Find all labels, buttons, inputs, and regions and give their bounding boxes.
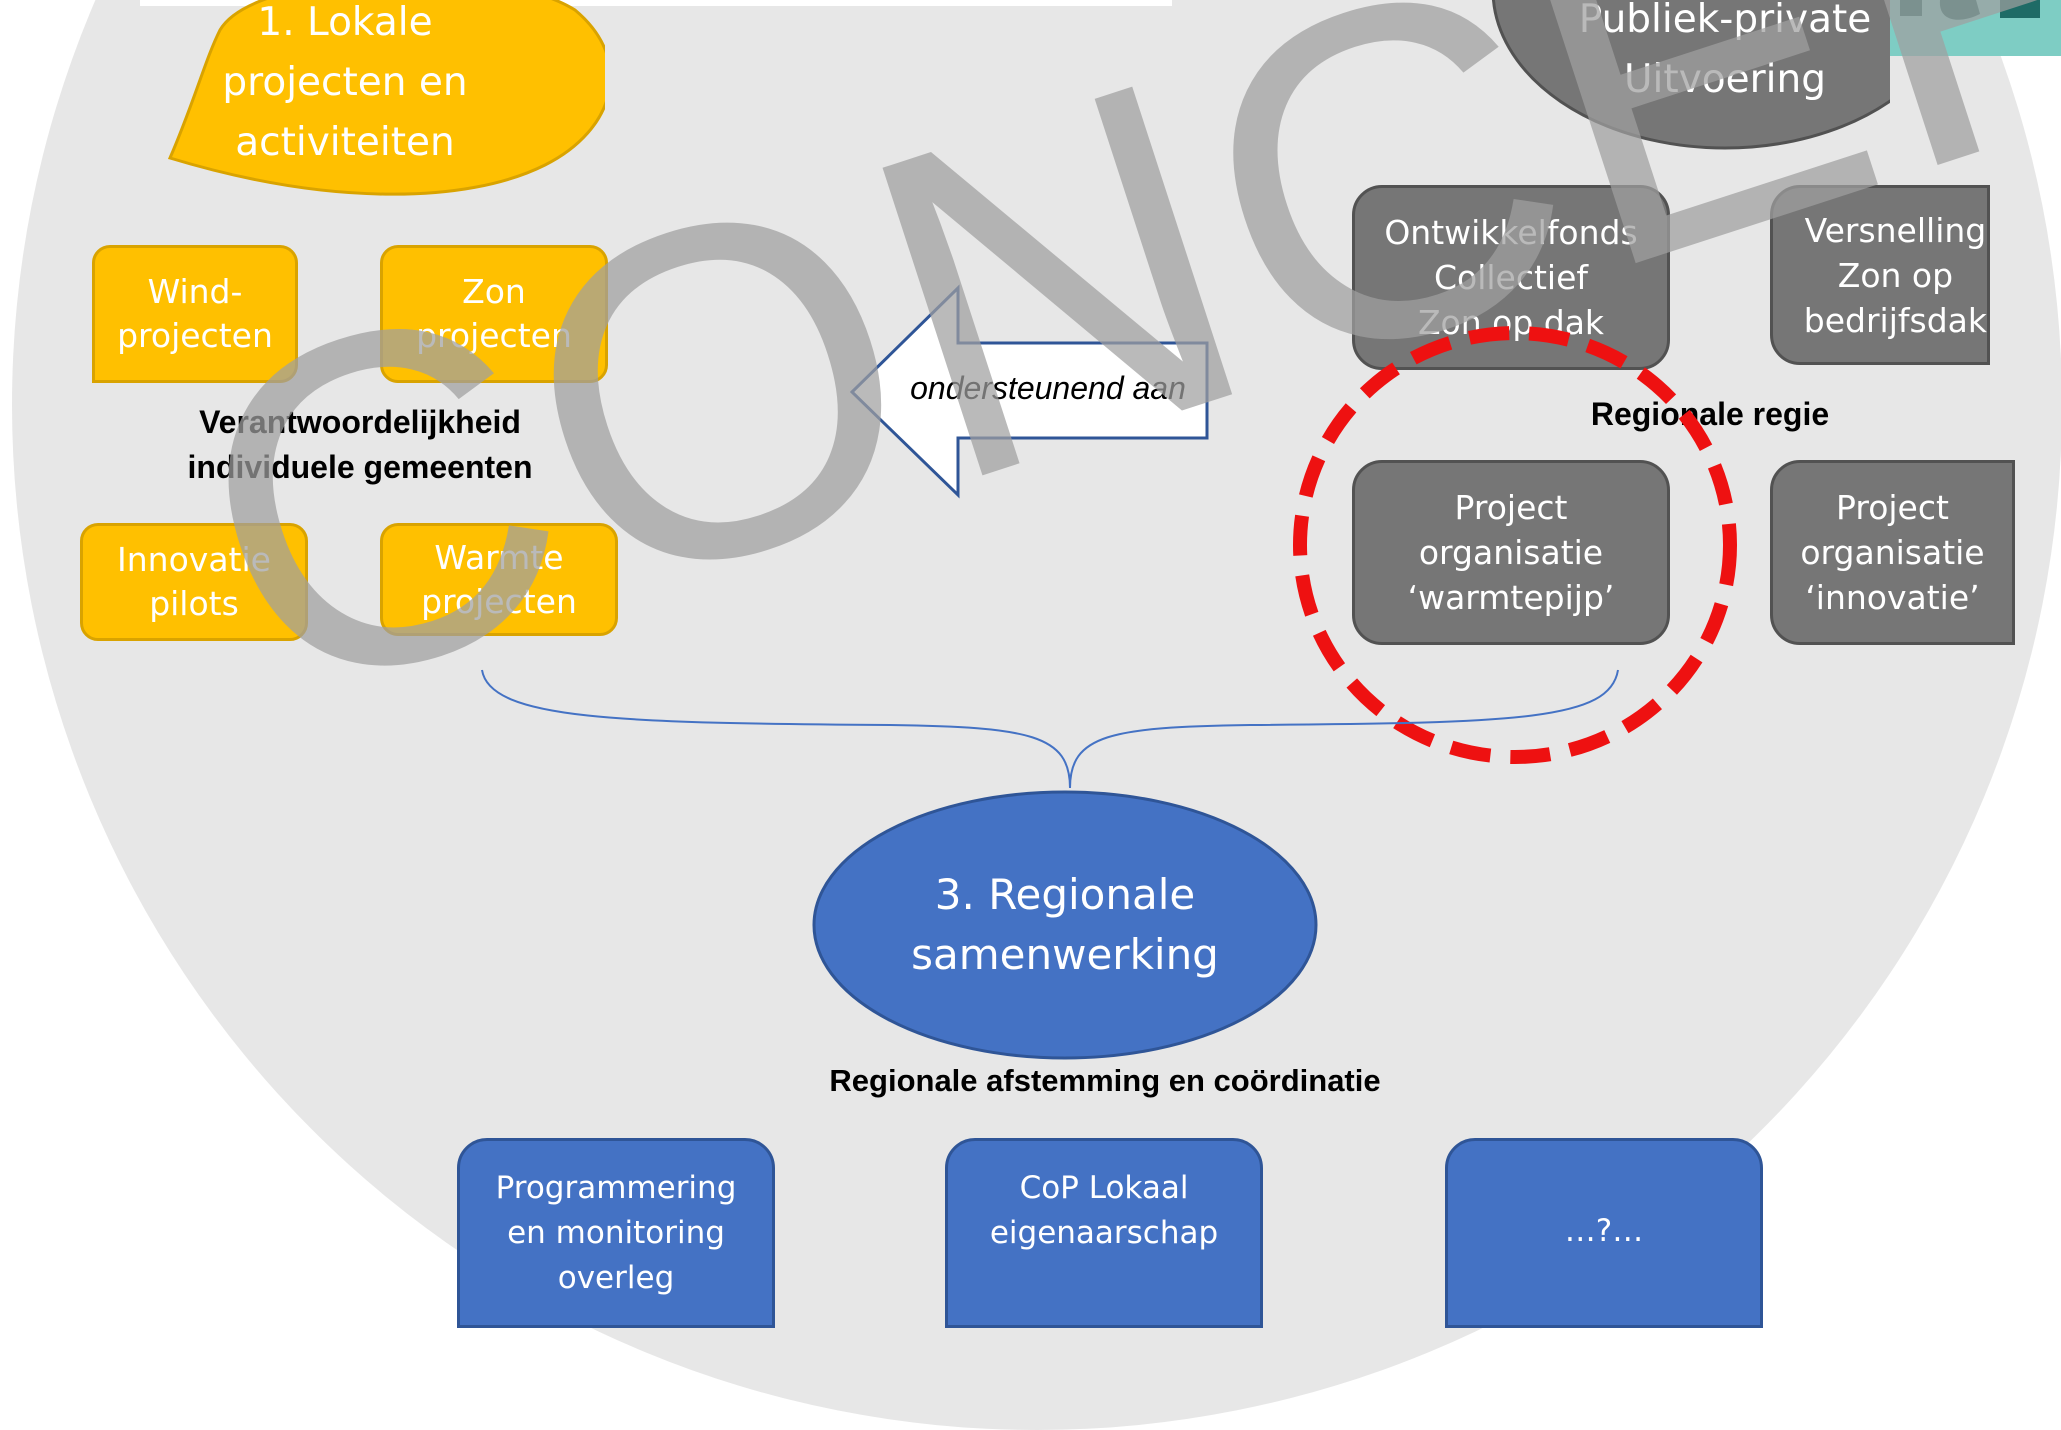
- development-fund-box[interactable]: Ontwikkelfonds Collectief Zon op dak: [1352, 185, 1670, 370]
- group-brace: [481, 669, 1619, 789]
- public-private-title: Publiek-private Uitvoering: [1578, 0, 1872, 102]
- local-projects-blob: [167, 0, 605, 196]
- unknown-item-box[interactable]: …?…: [1445, 1138, 1763, 1328]
- logo-badge: [1860, 0, 2061, 56]
- supporting-arrow-label: ondersteunend aan: [910, 370, 1186, 406]
- local-responsibility-caption: Verantwoordelijkheid individuele gemeent…: [187, 404, 533, 485]
- project-org-innovation-box[interactable]: Project organisatie ‘innovatie’: [1770, 460, 2015, 645]
- regional-cooperation-title: 3. Regionale samenwerking: [911, 870, 1219, 979]
- regional-cooperation-ellipse: [812, 790, 1318, 1060]
- public-private-ellipse: [1492, 0, 1890, 150]
- logo-icon: [1900, 0, 2040, 20]
- wind-projects-box[interactable]: Wind- projecten: [92, 245, 298, 383]
- regional-coordination-caption: Regionale afstemming en coördinatie: [829, 1063, 1381, 1098]
- innovation-pilots-box[interactable]: Innovatie pilots: [80, 523, 308, 641]
- top-strip: [140, 0, 1172, 6]
- solar-projects-box[interactable]: Zon projecten: [380, 245, 608, 383]
- programming-monitoring-box[interactable]: Programmering en monitoring overleg: [457, 1138, 775, 1328]
- heat-projects-box[interactable]: Warmte projecten: [380, 523, 618, 636]
- highlight-circle: [1293, 326, 1737, 764]
- cop-local-ownership-box[interactable]: CoP Lokaal eigenaarschap: [945, 1138, 1263, 1328]
- supporting-arrow: [850, 284, 1209, 499]
- local-projects-title: 1. Lokale projecten en activiteiten: [222, 0, 468, 165]
- acceleration-solar-box[interactable]: Versnelling Zon op bedrijfsdak: [1770, 185, 1990, 365]
- project-org-heat-pipe-box[interactable]: Project organisatie ‘warmtepijp’: [1352, 460, 1670, 645]
